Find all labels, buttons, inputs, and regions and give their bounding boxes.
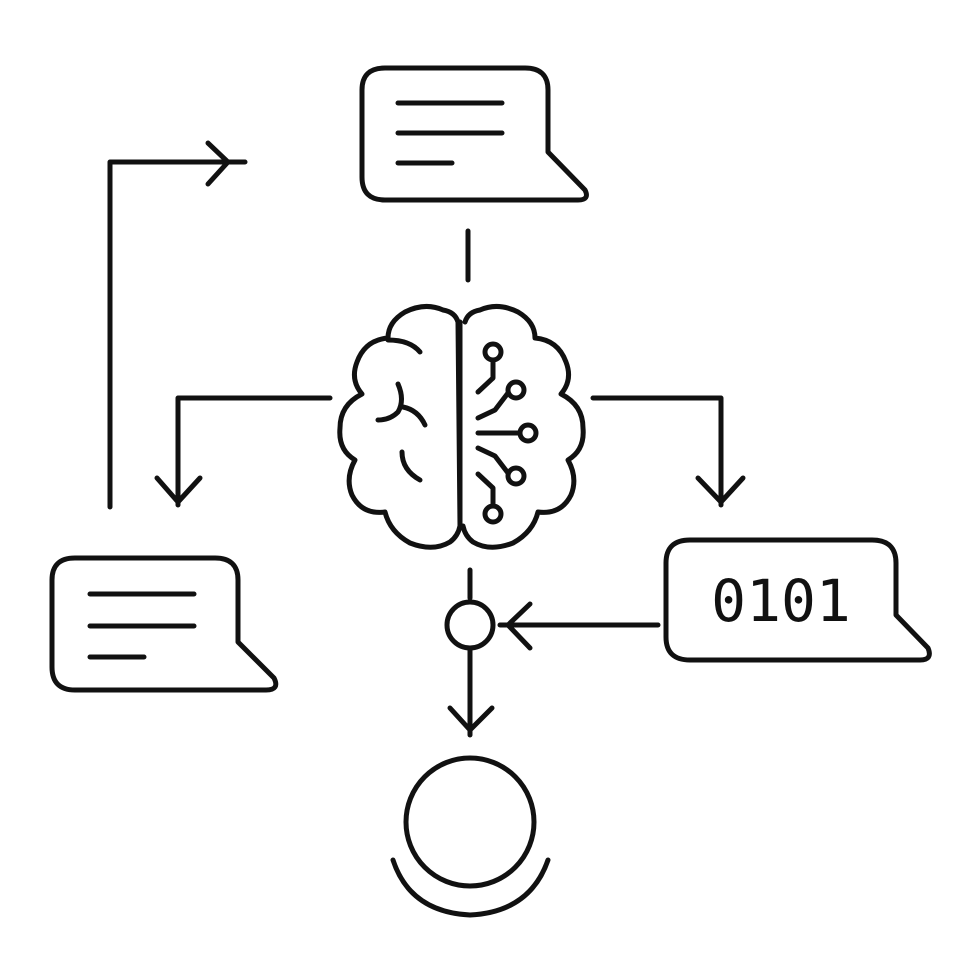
- circuit-node: [505, 379, 527, 401]
- user-avatar-icon: [390, 755, 551, 918]
- binary-to-junction-arrow-icon: [497, 601, 661, 651]
- binary-code-icon: 0101: [663, 537, 932, 663]
- junction-to-user-arrow-icon: [447, 645, 495, 738]
- left-branch-arrow-icon: [154, 395, 333, 508]
- junction-node-icon: [444, 599, 496, 651]
- feedback-loop-arrow-icon: [107, 140, 248, 510]
- brain-circuit-icon: [337, 304, 586, 550]
- right-branch-arrow-icon: [590, 395, 746, 508]
- circuit-node: [505, 465, 527, 487]
- binary-label: 0101: [711, 567, 851, 635]
- left-speech-bubble-icon: [49, 555, 279, 693]
- top-speech-bubble-icon: [359, 65, 589, 203]
